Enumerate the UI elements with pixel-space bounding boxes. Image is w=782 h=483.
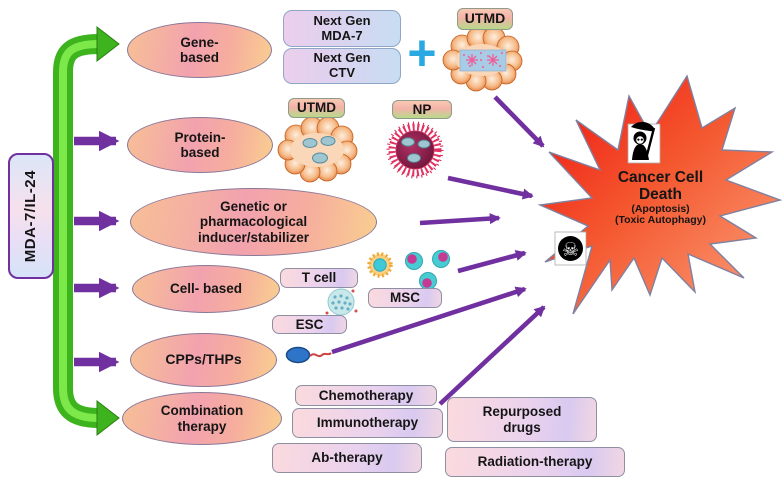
arrow-np-to-death — [447, 175, 534, 200]
cancer-cell-death-text: Cancer Cell Death (Apoptosis) (Toxic Aut… — [578, 162, 743, 234]
arrow-utmd-to-death — [493, 95, 545, 148]
svg-text:☠: ☠ — [562, 239, 579, 261]
peptide-icon — [285, 346, 332, 364]
skull-crossbones-icon: ☠ — [554, 231, 587, 266]
arrow-cells-to-death — [457, 250, 527, 274]
msc-cells-icon — [405, 250, 450, 290]
box-msc: MSC — [368, 288, 442, 308]
label-np: NP — [392, 100, 452, 119]
box-chemotherapy: Chemotherapy — [295, 385, 437, 406]
mda7-il24-source-label: MDA-7/IL-24 — [8, 153, 54, 279]
label-utmd-protein: UTMD — [288, 98, 345, 118]
oval-gene-based: Gene- based — [127, 22, 272, 78]
nanoparticle-icon — [386, 121, 444, 179]
arrow-combo-to-death — [438, 305, 546, 406]
box-immunotherapy: Immunotherapy — [292, 408, 443, 438]
oval-protein-based: Protein- based — [127, 117, 273, 173]
outcome-apoptosis: (Apoptosis) — [631, 202, 690, 215]
arrow-inducer-to-death — [419, 213, 501, 226]
t-cell-icon — [367, 252, 393, 278]
label-utmd-top: UTMD — [457, 8, 513, 30]
plus-icon: + — [407, 25, 437, 81]
outcome-line1: Cancer Cell — [617, 168, 704, 186]
box-next-gen-ctv: Next Gen CTV — [283, 48, 401, 84]
box-repurposed-drugs: Repurposed drugs — [447, 397, 597, 442]
protein-cloud-icon — [277, 116, 358, 183]
box-esc: ESC — [272, 315, 347, 334]
outcome-line2: Death — [638, 186, 683, 204]
grim-reaper-icon — [627, 121, 661, 164]
oval-inducer: Genetic or pharmacological inducer/stabi… — [130, 188, 377, 256]
arrow-cpps-to-death — [331, 286, 527, 355]
box-ab-therapy: Ab-therapy — [272, 443, 422, 473]
box-t-cell: T cell — [280, 268, 358, 288]
microbubble-cloud-icon — [442, 26, 523, 92]
box-radiation-therapy: Radiation-therapy — [445, 447, 625, 477]
mda7-il24-text: MDA-7/IL-24 — [21, 169, 39, 263]
oval-cell-based: Cell- based — [132, 265, 280, 313]
outcome-toxic-autophagy: (Toxic Autophagy) — [615, 214, 706, 227]
oval-cpps-thps: CPPs/THPs — [130, 333, 277, 387]
cancer-cell-death-starburst — [537, 74, 782, 315]
box-next-gen-mda7: Next Gen MDA-7 — [283, 10, 401, 47]
oval-combination-therapy: Combination therapy — [122, 392, 282, 445]
esc-blastocyst-icon — [325, 288, 358, 316]
green-flow-arrow — [53, 25, 120, 437]
